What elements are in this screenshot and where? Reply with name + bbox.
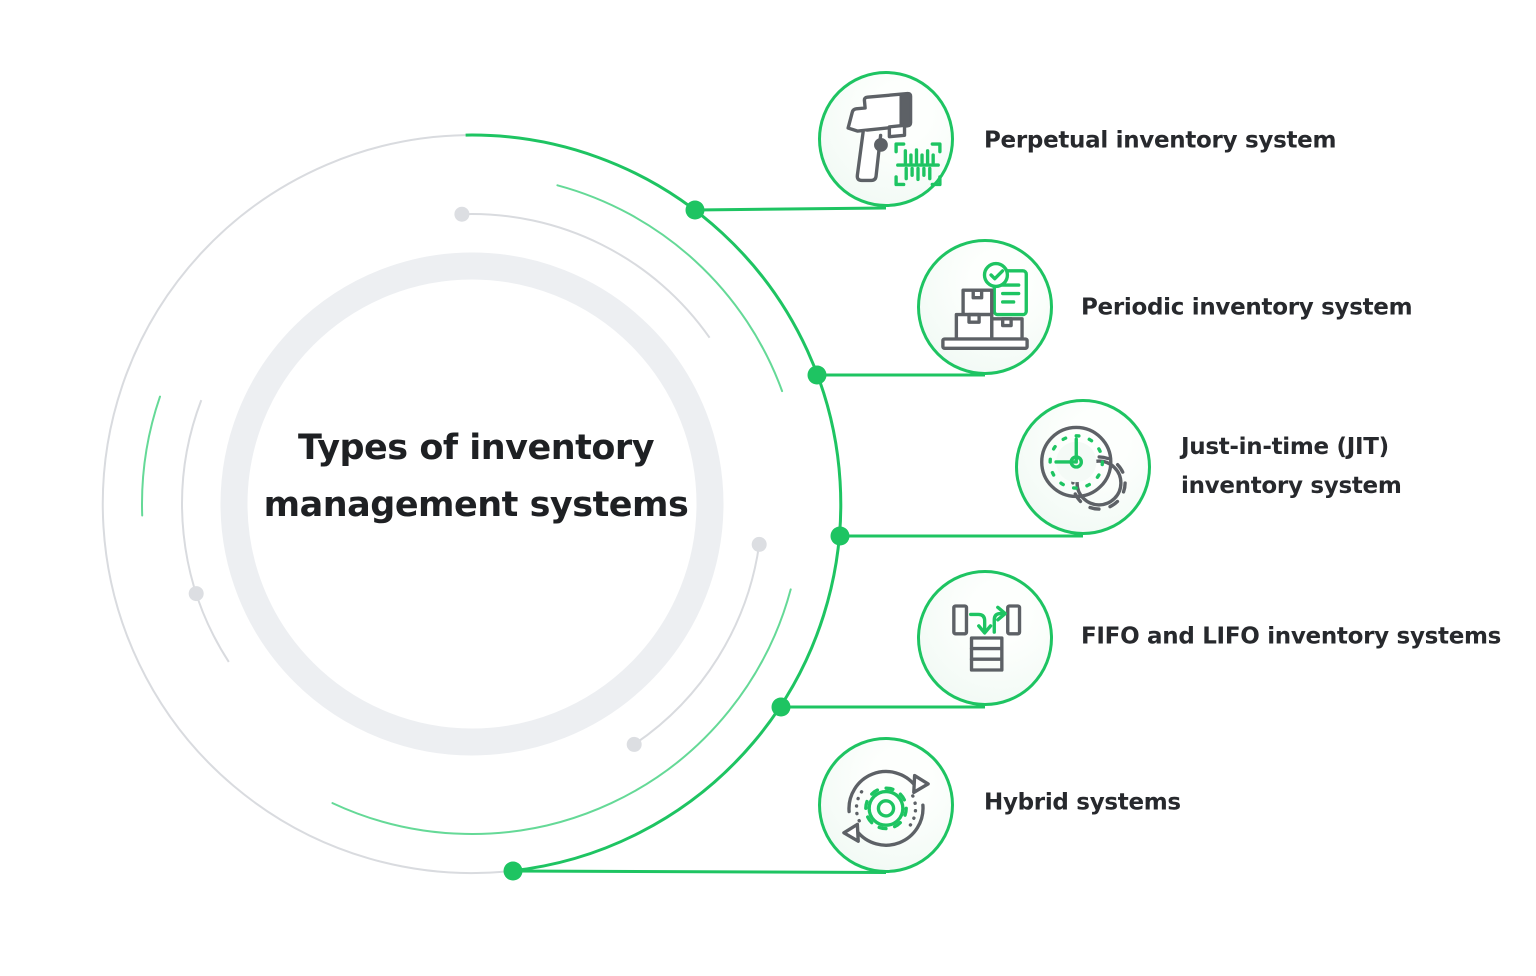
gear-cycle-icon <box>842 769 930 847</box>
gauge-gear-icon <box>1040 425 1127 511</box>
node-dot-jit <box>830 526 850 546</box>
item-label-perpetual: Perpetual inventory system <box>984 127 1337 154</box>
outer-gray-arc <box>101 134 511 874</box>
node-dot-hybrid <box>503 861 523 881</box>
decor-gray-arc-left <box>181 399 230 663</box>
icon-circle-hybrid <box>818 737 954 873</box>
in-out-stack-icon <box>952 604 1022 672</box>
gray-dot <box>188 586 204 602</box>
item-label-fifo-lifo: FIFO and LIFO inventory systems <box>1081 623 1502 650</box>
gray-dot <box>626 736 642 752</box>
item-label-periodic: Periodic inventory system <box>1081 294 1413 321</box>
icon-circle-jit <box>1015 399 1151 535</box>
decor-gray-arc-right <box>633 544 761 746</box>
decor-green-arc-bottom <box>331 588 792 835</box>
inner-ring <box>220 252 724 756</box>
decor-green-arc-top <box>556 184 784 393</box>
decor-green-arc-left <box>141 395 161 517</box>
barcode-scanner-icon <box>846 91 942 187</box>
icon-circle-fifo-lifo <box>917 570 1053 706</box>
icon-circle-perpetual <box>818 71 954 207</box>
main-green-arc <box>465 133 843 873</box>
node-dot-periodic <box>807 365 827 385</box>
gray-dot <box>751 536 767 552</box>
node-dot-fifo-lifo <box>771 697 791 717</box>
icon-circle-periodic <box>917 239 1053 375</box>
boxes-checklist-icon <box>941 261 1029 350</box>
connector-hybrid <box>512 869 887 874</box>
connector-perpetual <box>694 206 887 212</box>
gray-dot <box>454 206 470 222</box>
diagram-title: Types of inventory management systems <box>263 428 689 525</box>
decor-gray-arc-top <box>461 213 711 339</box>
item-label-jit: Just-in-time (JIT) inventory system <box>1181 434 1402 499</box>
node-dot-perpetual <box>685 200 705 220</box>
item-label-hybrid: Hybrid systems <box>984 789 1181 816</box>
